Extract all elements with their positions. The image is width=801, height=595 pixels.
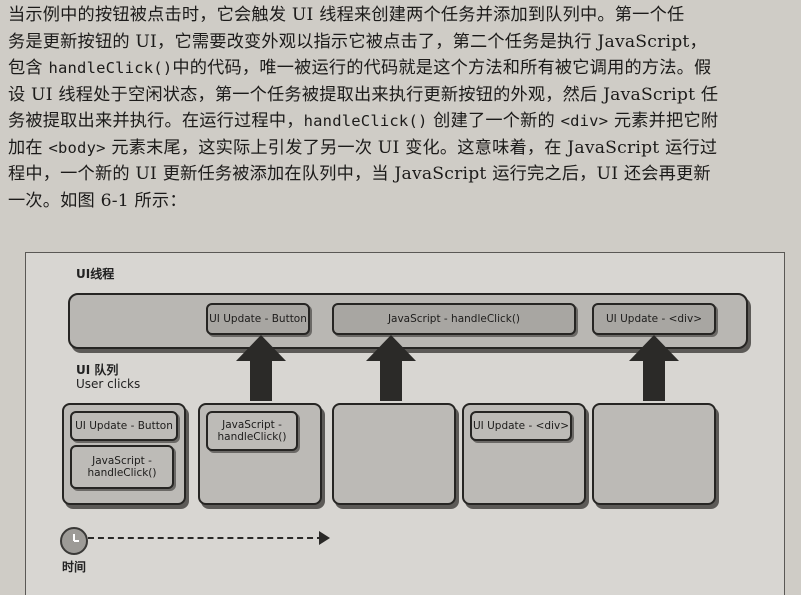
thread-task-ui-update-button: UI Update - Button [206, 303, 310, 335]
queue-task-ui-update-button: UI Update - Button [70, 411, 178, 441]
text-line: 务被提取出来并执行。在运行过程中，handleClick() 创建了一个新的 <… [8, 108, 794, 135]
inline-code: <body> [48, 138, 106, 157]
text-run: 创建了一个新的 [427, 111, 561, 131]
text-line: 一次。如图 6-1 所示： [8, 188, 794, 215]
text-run: 设 UI 线程处于空闲状态，第一个任务被提取出来执行更新按钮的外观，然后 Jav… [8, 84, 719, 105]
text-run: 加在 [8, 137, 49, 158]
thread-task-ui-update-div: UI Update - <div> [592, 303, 716, 335]
inline-code: handleClick() [48, 59, 173, 77]
queue-task-javascript: JavaScript - handleClick() [70, 445, 174, 489]
time-label: 时间 [62, 560, 87, 574]
thread-label: UI线程 [76, 267, 115, 281]
text-run: 元素末尾，这实际上引发了另一次 UI 变化。这意味着，在 JavaScript … [105, 137, 718, 158]
text-run: 元素并把它附 [608, 111, 719, 131]
text-run: 务是更新按钮的 UI，它需要改变外观以指示它被点击了，第二个任务是执行 Java… [8, 31, 707, 52]
up-arrow-icon [366, 335, 416, 401]
queue-task-ui-update-div: UI Update - <div> [470, 411, 572, 441]
queue-box-5 [592, 403, 716, 505]
text-line: 包含 handleClick()中的代码，唯一被运行的代码就是这个方法和所有被它… [8, 55, 794, 82]
queue-label: UI 队列 [76, 363, 119, 377]
text-line: 程中，一个新的 UI 更新任务被添加在队列中，当 JavaScript 运行完之… [8, 161, 794, 188]
body-paragraph: 当示例中的按钮被点击时，它会触发 UI 线程来创建两个任务并添加到队列中。第一个… [8, 2, 794, 214]
ui-thread-bar: UI Update - Button JavaScript - handleCl… [68, 293, 748, 349]
clock-icon [60, 527, 88, 555]
up-arrow-icon [236, 335, 286, 401]
queue-sublabel: User clicks [76, 377, 141, 391]
arrow-right-icon [319, 531, 330, 545]
text-run: 一次。如图 6-1 所示： [8, 190, 187, 211]
queue-box-3 [332, 403, 456, 505]
text-run: 中的代码，唯一被运行的代码就是这个方法和所有被它调用的方法。假 [172, 58, 712, 78]
text-run: 包含 [8, 58, 49, 78]
queue-task-javascript: JavaScript - handleClick() [206, 411, 298, 451]
figure-6-1: UI线程 UI Update - Button JavaScript - han… [25, 252, 785, 595]
text-run: 程中，一个新的 UI 更新任务被添加在队列中，当 JavaScript 运行完之… [8, 164, 711, 184]
up-arrow-icon [629, 335, 679, 401]
thread-task-javascript: JavaScript - handleClick() [332, 303, 576, 335]
text-line: 设 UI 线程处于空闲状态，第一个任务被提取出来执行更新按钮的外观，然后 Jav… [8, 82, 794, 109]
text-line: 加在 <body> 元素末尾，这实际上引发了另一次 UI 变化。这意味着，在 J… [8, 135, 794, 162]
timeline-dashed-line [88, 537, 323, 539]
queue-box-1: UI Update - Button JavaScript - handleCl… [62, 403, 186, 505]
text-run: 当示例中的按钮被点击时，它会触发 UI 线程来创建两个任务并添加到队列中。第一个… [8, 5, 685, 25]
inline-code: handleClick() [303, 112, 428, 130]
queue-box-4: UI Update - <div> [462, 403, 586, 505]
inline-code: <div> [560, 112, 609, 130]
queue-box-2: JavaScript - handleClick() [198, 403, 322, 505]
text-run: 务被提取出来并执行。在运行过程中， [8, 111, 304, 131]
text-line: 务是更新按钮的 UI，它需要改变外观以指示它被点击了，第二个任务是执行 Java… [8, 29, 794, 56]
text-line: 当示例中的按钮被点击时，它会触发 UI 线程来创建两个任务并添加到队列中。第一个… [8, 2, 794, 29]
